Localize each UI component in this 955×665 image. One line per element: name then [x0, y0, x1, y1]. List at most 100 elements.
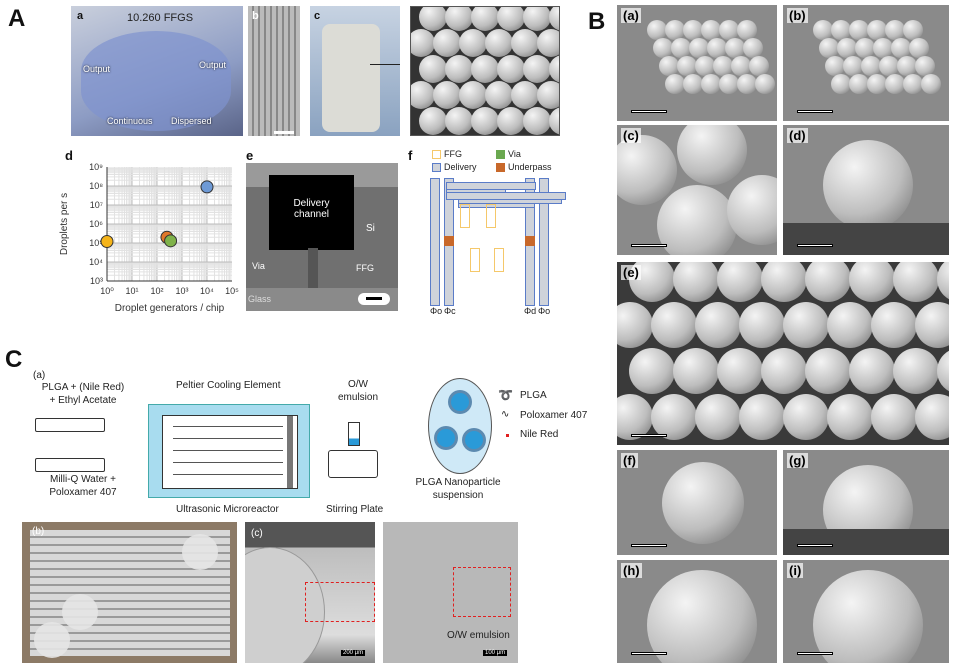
legend-poloxamer: Poloxamer 407	[520, 410, 588, 421]
microsphere	[739, 302, 785, 348]
microsphere	[937, 262, 949, 302]
panel-a-label: A	[8, 5, 26, 32]
microsphere	[813, 20, 833, 40]
microsphere	[665, 74, 685, 94]
port-label: Output	[83, 64, 111, 74]
sub-label: f	[408, 148, 413, 163]
sub-label: a	[77, 10, 84, 22]
y-tick-label: 10⁸	[89, 181, 103, 191]
delivery-channel	[430, 178, 440, 306]
microsphere	[617, 394, 653, 440]
microsphere	[537, 81, 559, 109]
microsphere	[701, 20, 721, 40]
sem-micrograph: (b)	[783, 5, 949, 121]
microsphere	[419, 55, 447, 83]
microsphere	[445, 107, 473, 135]
microsphere	[617, 302, 653, 348]
microsphere	[879, 56, 899, 76]
scale-bar	[631, 544, 667, 547]
sub-label: (a)	[621, 8, 641, 23]
microsphere	[849, 20, 869, 40]
panel-b-label: B	[588, 8, 606, 35]
sub-label: (b)	[32, 526, 45, 537]
delivery-channel	[539, 178, 549, 306]
microsphere	[459, 81, 487, 109]
microreactor-photo: (b)	[22, 522, 237, 663]
delivery-channel	[446, 182, 536, 190]
microsphere	[411, 81, 435, 109]
microsphere	[657, 185, 737, 255]
microsphere	[471, 55, 499, 83]
peltier-element	[148, 404, 310, 498]
microsphere	[849, 262, 895, 302]
chip-title: 10.260 FFGS	[127, 12, 194, 24]
emulsion-label: O/W emulsion	[447, 630, 510, 641]
microsphere	[849, 348, 895, 394]
sub-label: (e)	[621, 265, 641, 280]
sub-label: b	[252, 10, 259, 22]
microsphere	[445, 7, 473, 31]
microsphere	[485, 29, 513, 57]
legend-delivery: Delivery	[444, 162, 477, 172]
microsphere	[717, 262, 763, 302]
poloxamer-icon: ∿	[501, 409, 510, 420]
sub-label: c	[314, 10, 321, 22]
sem-micrograph: (d)	[783, 125, 949, 255]
microsphere	[855, 38, 875, 58]
emulsion-zoom-micrograph: O/W emulsion 100 μm	[383, 522, 518, 663]
microsphere	[783, 302, 829, 348]
microsphere	[617, 135, 677, 205]
panel-c-label: C	[5, 346, 23, 373]
microsphere	[849, 74, 869, 94]
x-tick-label: 10⁴	[200, 286, 214, 296]
microsphere	[651, 394, 697, 440]
label-glass: Glass	[248, 294, 272, 304]
microsphere	[827, 394, 873, 440]
microsphere	[909, 38, 929, 58]
y-tick-label: 10⁴	[89, 257, 103, 267]
vial-icon	[348, 422, 360, 446]
microsphere	[629, 348, 675, 394]
microsphere	[873, 38, 893, 58]
legend-via: Via	[508, 149, 521, 159]
sem-micrograph: (e)	[617, 262, 949, 445]
syringe-2-icon	[35, 458, 105, 472]
microsphere	[445, 55, 473, 83]
nile-red-icon	[506, 434, 509, 437]
microsphere	[695, 302, 741, 348]
label-ffg: FFG	[356, 263, 374, 273]
y-axis-label: Droplets per s	[59, 193, 70, 255]
microsphere	[897, 56, 917, 76]
microsphere	[831, 20, 851, 40]
microsphere	[671, 38, 691, 58]
microsphere	[647, 570, 757, 663]
microsphere	[921, 74, 941, 94]
microsphere	[893, 262, 939, 302]
microsphere	[433, 81, 461, 109]
scale-bar: 100 μm	[483, 650, 508, 656]
microsphere	[537, 29, 559, 57]
reactor-label: Ultrasonic Microreactor	[176, 504, 279, 515]
microsphere	[783, 394, 829, 440]
microsphere	[523, 55, 551, 83]
sub-label: e	[246, 148, 254, 163]
x-axis-label: Droplet generators / chip	[115, 303, 225, 314]
chip-photo: a 10.260 FFGS Output Output Continuous D…	[71, 6, 243, 136]
microsphere	[871, 394, 917, 440]
scale-bar	[797, 244, 833, 247]
microsphere	[471, 107, 499, 135]
stir-plate-label: Stirring Plate	[326, 504, 384, 515]
scale-bar	[797, 110, 833, 113]
peltier-label: Peltier Cooling Element	[176, 380, 281, 391]
microsphere	[677, 56, 697, 76]
legend-underpass: Underpass	[508, 162, 552, 172]
microsphere	[827, 302, 873, 348]
microsphere	[761, 262, 807, 302]
microsphere	[659, 56, 679, 76]
ffg	[486, 204, 496, 228]
microsphere	[725, 38, 745, 58]
microsphere	[673, 348, 719, 394]
microsphere	[871, 302, 917, 348]
microsphere	[823, 140, 913, 230]
sub-label: (b)	[787, 8, 808, 23]
